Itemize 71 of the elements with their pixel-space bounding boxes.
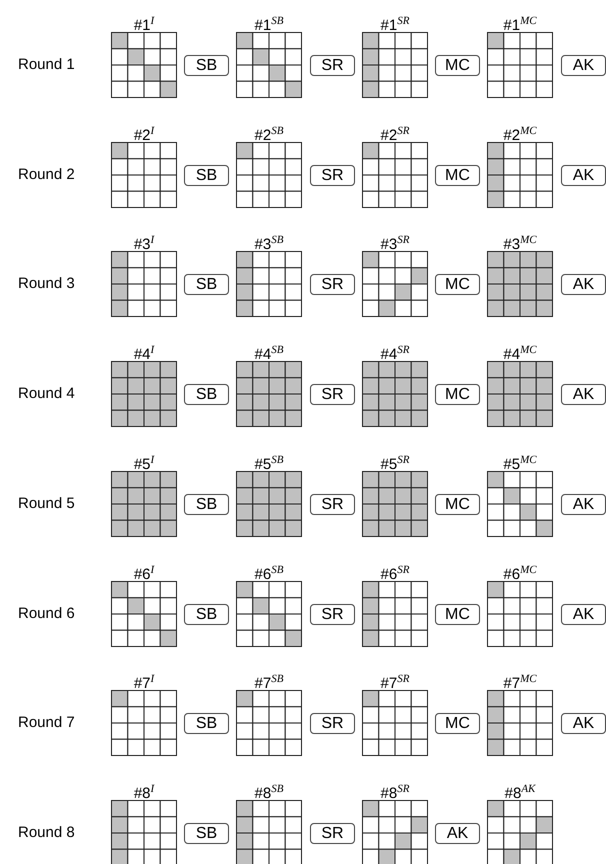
grid-heading: #1$^{SR}$ xyxy=(380,14,410,35)
operation-box: AK xyxy=(561,165,606,186)
round-label: Round 7 xyxy=(18,714,75,731)
round-label: Round 6 xyxy=(18,605,75,622)
operation-box: SB xyxy=(184,823,229,844)
round-label: Round 2 xyxy=(18,166,75,183)
grid-heading: #1$^{SB}$ xyxy=(254,14,284,35)
operation-box: MC xyxy=(435,165,480,186)
grid-heading: #6$^{SB}$ xyxy=(254,563,284,584)
operation-box: SR xyxy=(310,384,355,405)
grid-heading: #7$^{SR}$ xyxy=(380,672,410,693)
grid-heading: #7$^{SB}$ xyxy=(254,672,284,693)
operation-box: SB xyxy=(184,165,229,186)
operation-box: MC xyxy=(435,55,480,76)
grid-heading: #7$^{I}$ xyxy=(132,672,156,693)
grid-heading: #5$^{MC}$ xyxy=(502,453,538,474)
round-label: Round 4 xyxy=(18,385,75,402)
round-label: Round 3 xyxy=(18,275,75,292)
grid-heading: #6$^{SR}$ xyxy=(380,563,410,584)
round-label: Round 5 xyxy=(18,495,75,512)
grid-heading: #8$^{SR}$ xyxy=(380,782,410,803)
round-label: Round 1 xyxy=(18,56,75,73)
grid-heading: #8$^{AK}$ xyxy=(504,782,537,803)
operation-box: SB xyxy=(184,494,229,515)
grid-heading: #4$^{SR}$ xyxy=(380,343,410,364)
grid-heading: #3$^{I}$ xyxy=(132,233,156,254)
operation-box: SB xyxy=(184,604,229,625)
grid-heading: #2$^{MC}$ xyxy=(502,124,538,145)
grid-heading: #5$^{SB}$ xyxy=(254,453,284,474)
grid-heading: #6$^{MC}$ xyxy=(502,563,538,584)
operation-box: MC xyxy=(435,274,480,295)
grid-heading: #5$^{I}$ xyxy=(132,453,156,474)
operation-box: SR xyxy=(310,494,355,515)
operation-box: AK xyxy=(561,274,606,295)
operation-box: SR xyxy=(310,823,355,844)
operation-box: AK xyxy=(561,384,606,405)
operation-box: SR xyxy=(310,713,355,734)
grid-heading: #3$^{SR}$ xyxy=(380,233,410,254)
grid-heading: #2$^{I}$ xyxy=(132,124,156,145)
operation-box: SB xyxy=(184,55,229,76)
operation-box: SR xyxy=(310,604,355,625)
grid-heading: #3$^{MC}$ xyxy=(502,233,538,254)
grid-heading: #4$^{MC}$ xyxy=(502,343,538,364)
operation-box: SR xyxy=(310,274,355,295)
grid-heading: #1$^{MC}$ xyxy=(502,14,538,35)
operation-box: AK xyxy=(561,604,606,625)
operation-box: AK xyxy=(435,823,480,844)
grid-heading: #6$^{I}$ xyxy=(132,563,156,584)
operation-box: AK xyxy=(561,494,606,515)
grid-heading: #2$^{SB}$ xyxy=(254,124,284,145)
operation-box: MC xyxy=(435,713,480,734)
operation-box: SB xyxy=(184,274,229,295)
grid-heading: #8$^{SB}$ xyxy=(254,782,284,803)
grid-heading: #4$^{I}$ xyxy=(132,343,156,364)
operation-box: SR xyxy=(310,55,355,76)
grid-heading: #7$^{MC}$ xyxy=(502,672,538,693)
round-label: Round 8 xyxy=(18,824,75,841)
operation-box: MC xyxy=(435,494,480,515)
grid-heading: #1$^{I}$ xyxy=(132,14,156,35)
grid-heading: #8$^{I}$ xyxy=(132,782,156,803)
operation-box: AK xyxy=(561,713,606,734)
operation-box: SB xyxy=(184,384,229,405)
operation-box: SB xyxy=(184,713,229,734)
grid-heading: #5$^{SR}$ xyxy=(380,453,410,474)
grid-heading: #2$^{SR}$ xyxy=(380,124,410,145)
operation-box: MC xyxy=(435,384,480,405)
operation-box: AK xyxy=(561,55,606,76)
grid-heading: #4$^{SB}$ xyxy=(254,343,284,364)
operation-box: SR xyxy=(310,165,355,186)
operation-box: MC xyxy=(435,604,480,625)
grid-heading: #3$^{SB}$ xyxy=(254,233,284,254)
